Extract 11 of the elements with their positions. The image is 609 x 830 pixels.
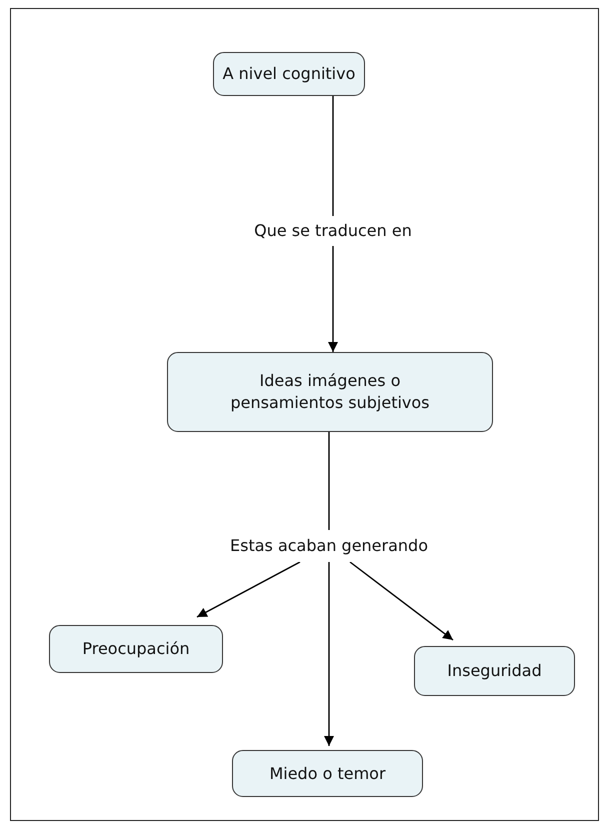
concept-box: A nivel cognitivo [213,52,365,96]
connector-line [332,96,334,216]
arrow [324,562,334,746]
arrow [328,246,338,352]
concept-box: Inseguridad [414,646,575,696]
arrow [196,561,300,618]
concept-box: Miedo o temor [232,750,423,797]
concept-box: Preocupación [49,625,223,673]
concept-box: Ideas imágenes o pensamientos subjetivos [167,352,493,432]
arrow [350,561,454,641]
connector-line [328,432,330,530]
